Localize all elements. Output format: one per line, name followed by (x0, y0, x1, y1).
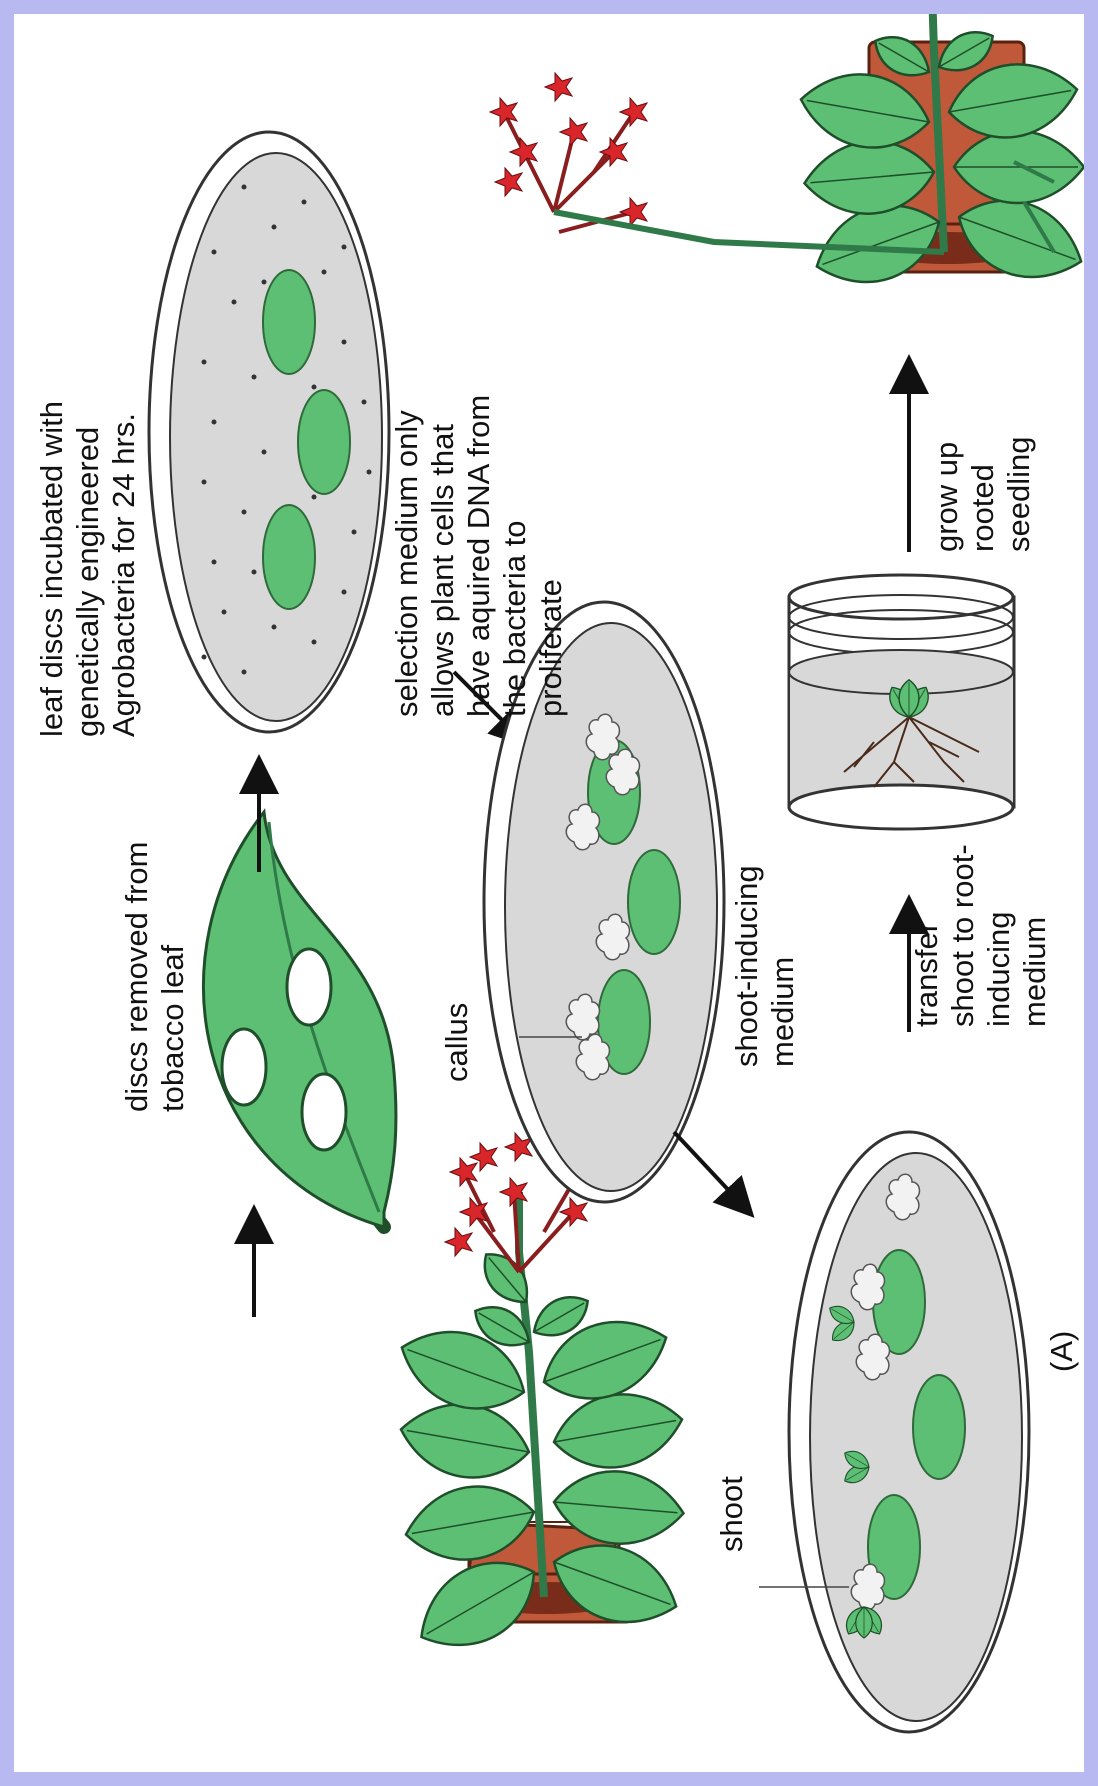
label-panel-a: (A) (1044, 1302, 1080, 1372)
incubation-petri-dish (149, 132, 389, 732)
label-grow-up: grow up rooted seedling (929, 332, 1037, 552)
label-selection-medium: selection medium only allows plant cells… (389, 247, 569, 717)
label-incubated-line1: leaf discs incubated with (34, 137, 70, 737)
label-callus: callus (439, 922, 475, 1082)
diagram-canvas: discs removed from tobacco leaf leaf dis… (14, 14, 1084, 1772)
tobacco-plant-left (390, 1133, 689, 1668)
arrow-to-shoot-dish (674, 1132, 749, 1212)
label-incubated-line2: genetically engineered (70, 137, 106, 737)
label-transfer: transfer shoot to root- inducing medium (909, 767, 1053, 1027)
label-agrobacteria: Agrobacteria (106, 561, 141, 737)
tobacco-plant-right (490, 14, 1084, 300)
tobacco-leaf-with-holes (204, 812, 396, 1227)
label-incubated-line3: Agrobacteria for 24 hrs. (106, 137, 142, 737)
label-discs-removed: discs removed from tobacco leaf (119, 782, 191, 1112)
label-shoot-inducing: shoot-inducing medium (729, 737, 801, 1067)
label-incubated: leaf discs incubated with genetically en… (34, 137, 142, 737)
label-shoot: shoot (714, 1392, 750, 1552)
label-incubation-time: for 24 hrs. (106, 413, 141, 561)
shoot-petri-dish (759, 1132, 1029, 1732)
